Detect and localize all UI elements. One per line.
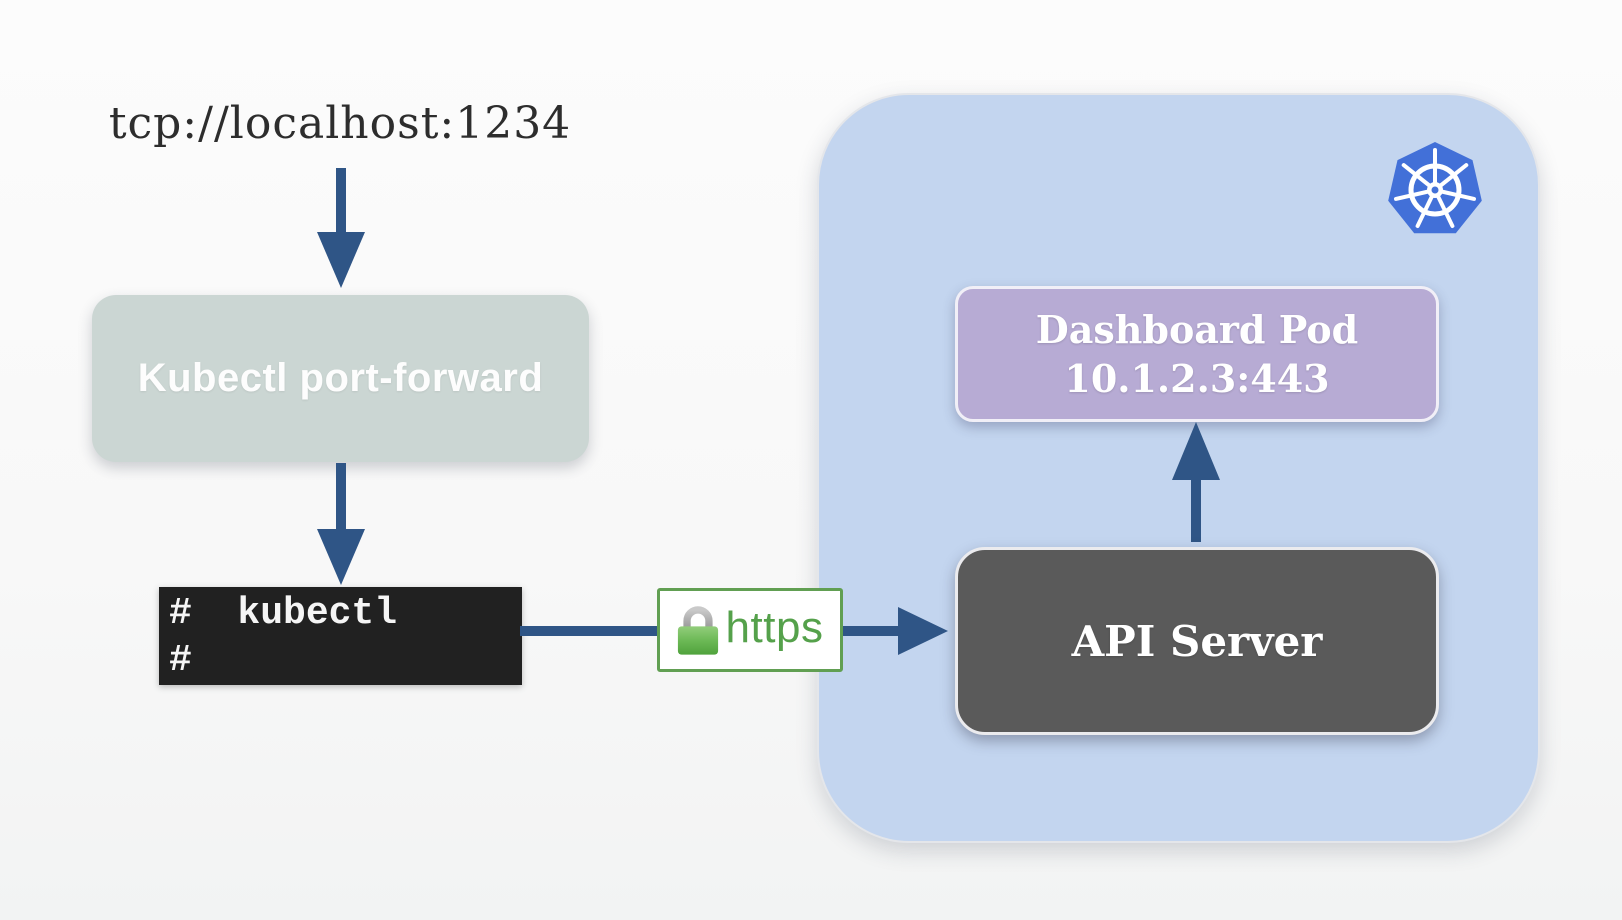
- arrow-portforward-to-terminal: [317, 463, 365, 585]
- dashboard-pod-box: Dashboard Pod 10.1.2.3:443: [955, 286, 1439, 422]
- arrow-head-down-icon: [317, 529, 365, 585]
- api-server-label: API Server: [1071, 616, 1323, 666]
- dashboard-pod-address: 10.1.2.3:443: [1064, 356, 1330, 401]
- arrow-endpoint-to-portforward: [317, 168, 365, 288]
- client-endpoint-label: tcp://localhost:1234: [108, 98, 572, 149]
- kubectl-port-forward-box: Kubectl port-forward: [92, 295, 589, 462]
- api-server-box: API Server: [955, 547, 1439, 735]
- dashboard-pod-name: Dashboard Pod: [1035, 306, 1359, 352]
- arrow-shaft: [336, 168, 346, 232]
- cluster-container: Dashboard Pod 10.1.2.3:443 API Server: [817, 93, 1540, 843]
- arrow-head-down-icon: [317, 232, 365, 288]
- arrow-shaft: [1191, 480, 1201, 542]
- terminal-box: # kubectl #: [159, 587, 522, 685]
- https-label: https: [725, 603, 824, 652]
- arrow-apiserver-to-dashboardpod: [1172, 422, 1220, 542]
- kubectl-port-forward-label: Kubectl port-forward: [137, 356, 544, 400]
- kubernetes-logo-icon: [1388, 142, 1482, 234]
- terminal-to-https-line: [520, 626, 657, 636]
- arrow-head-right-icon: [898, 607, 948, 655]
- arrow-head-up-icon: [1172, 422, 1220, 480]
- arrow-shaft: [336, 463, 346, 529]
- terminal-line-2: #: [169, 639, 192, 682]
- terminal-line-1: # kubectl: [169, 592, 398, 635]
- https-badge: https: [657, 588, 843, 672]
- arrow-https-to-apiserver: [843, 607, 948, 655]
- lock-icon: [677, 606, 718, 655]
- arrow-shaft: [843, 626, 898, 636]
